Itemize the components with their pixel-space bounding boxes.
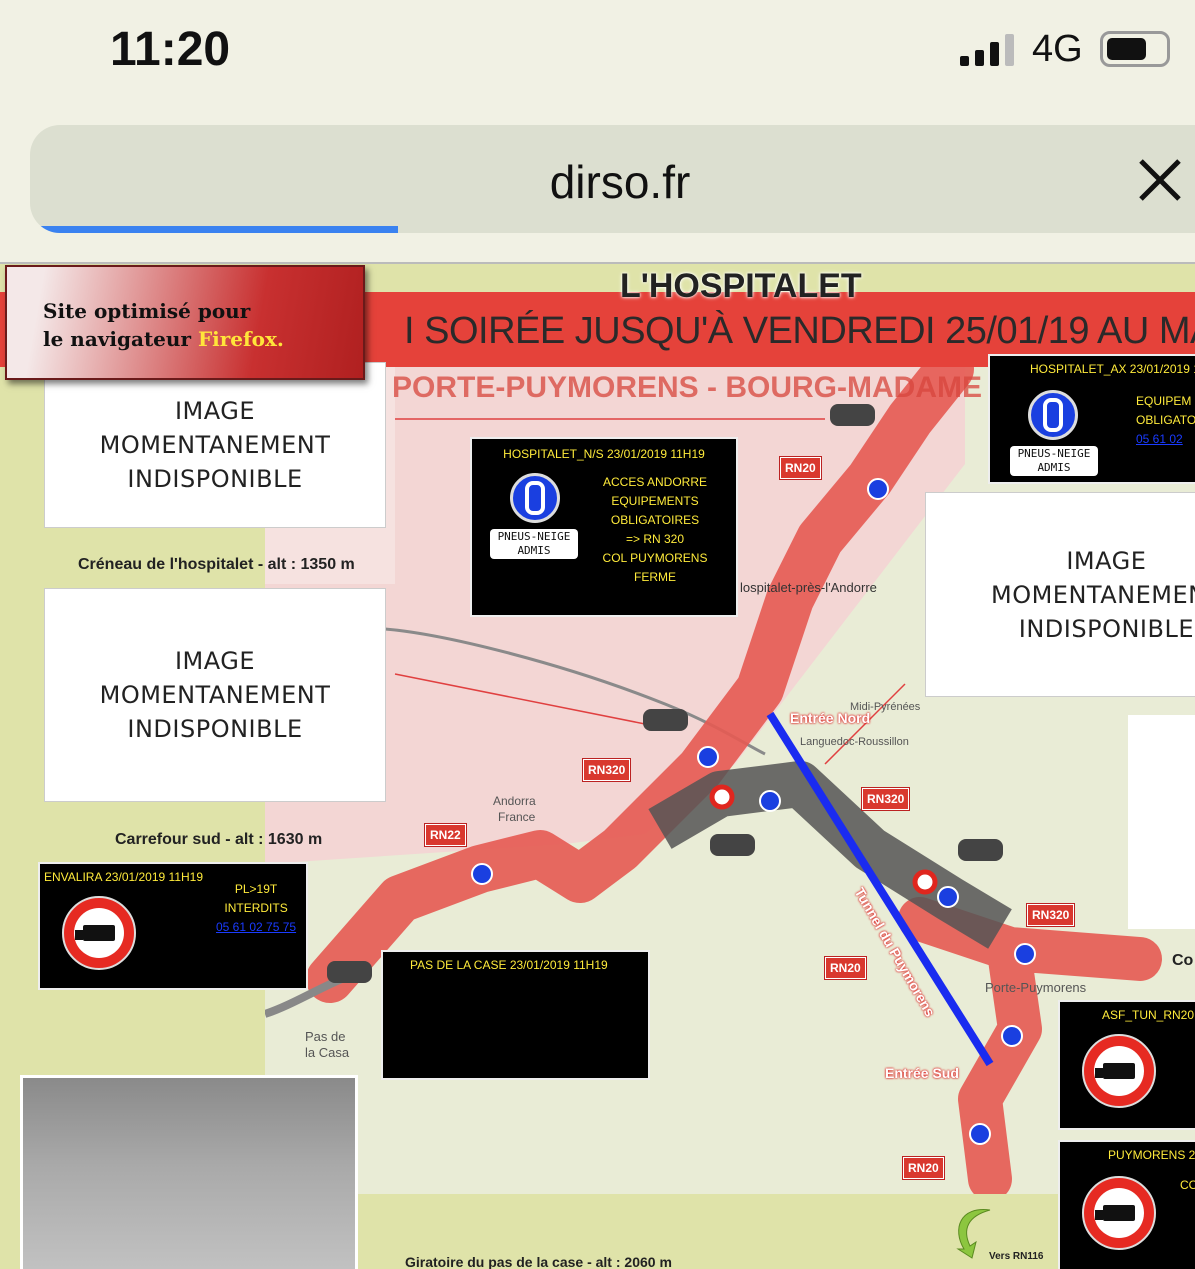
camera-image-unavailable: IMAGE MOMENTANEMENT INDISPONIBLE bbox=[44, 362, 386, 528]
panel-line: FERME bbox=[634, 570, 676, 584]
text: MOMENTANEMENT bbox=[99, 431, 331, 459]
address-bar[interactable]: dirso.fr bbox=[30, 125, 1195, 233]
vms-panel-puymorens: PUYMORENS 23 CO bbox=[1058, 1140, 1195, 1269]
text: INDISPONIBLE bbox=[1018, 614, 1194, 643]
phone-link[interactable]: 05 61 02 bbox=[1136, 432, 1183, 446]
network-type: 4G bbox=[1032, 28, 1083, 70]
road-label: RN20 bbox=[825, 957, 866, 979]
tunnel-line bbox=[766, 711, 994, 1067]
camera-label: Giratoire du pas de la case - alt : 2060… bbox=[405, 1254, 672, 1269]
firefox-badge: Site optimisé pour le navigateur Firefox. bbox=[5, 265, 365, 380]
close-icon[interactable] bbox=[1135, 155, 1185, 205]
road-label: RN320 bbox=[583, 759, 631, 781]
panel-header: PAS DE LA CASE 23/01/2019 11H19 bbox=[410, 958, 608, 972]
text: MOMENTANEMENT bbox=[991, 580, 1195, 609]
closure-markers bbox=[709, 784, 938, 895]
camera-label: Carrefour sud - alt : 1630 m bbox=[115, 831, 323, 848]
text: INDISPONIBLE bbox=[127, 715, 303, 743]
panel-header: HOSPITALET_AX 23/01/2019 11 bbox=[1030, 362, 1195, 376]
panel-header: HOSPITALET_N/S 23/01/2019 11H19 bbox=[503, 447, 705, 461]
camera-label: Créneau de l'hospitalet - alt : 1350 m bbox=[78, 556, 355, 573]
camera-markers bbox=[327, 404, 1003, 983]
map-label-region: Languedoc-Roussillon bbox=[800, 736, 909, 748]
snow-tire-icon bbox=[510, 473, 560, 523]
no-trucks-icon bbox=[1082, 1176, 1156, 1250]
vers-rn116-link[interactable]: Vers RN116 bbox=[950, 1204, 1050, 1264]
battery-icon bbox=[1100, 31, 1170, 67]
map-label-entree-nord: Entrée Nord bbox=[790, 710, 871, 726]
vms-panel-asf-tun: ASF_TUN_RN20 2 bbox=[1058, 1000, 1195, 1130]
map-label-casa: la Casa bbox=[305, 1045, 350, 1060]
panel-line: ACCES ANDORRE bbox=[602, 475, 708, 489]
page-title: L'HOSPITALET bbox=[620, 267, 862, 305]
scrolling-alert: I SOIRÉE JUSQU'À VENDREDI 25/01/19 AU MA… bbox=[404, 310, 1195, 352]
camera-image-unavailable: IMAGE MOMENTANEMENT INDISPONIBLE bbox=[44, 588, 386, 802]
text: IMAGE bbox=[174, 647, 256, 675]
panel-line: PL>19T bbox=[234, 882, 278, 896]
panel-line: INTERDITS bbox=[224, 901, 288, 915]
webcam-photo bbox=[20, 1075, 358, 1269]
map-label-pas: Pas de bbox=[305, 1029, 346, 1044]
panel-header: PUYMORENS 23 bbox=[1108, 1148, 1195, 1162]
map-label-porte: Porte-Puymorens bbox=[985, 980, 1087, 995]
panel-line: OBLIGATO bbox=[1136, 413, 1195, 427]
text: INDISPONIBLE bbox=[127, 465, 303, 493]
text: IMAGE bbox=[1066, 546, 1147, 575]
signal-icon bbox=[960, 32, 1016, 66]
map-label-region2: Midi-Pyrénées bbox=[850, 701, 921, 713]
status-time: 11:20 bbox=[110, 23, 231, 76]
vms-panel-pas-de-la-case: PAS DE LA CASE 23/01/2019 11H19 bbox=[381, 950, 650, 1080]
panel-line: OBLIGATOIRES bbox=[610, 513, 700, 527]
panel-line: COL PUYMORENS bbox=[602, 551, 708, 565]
road-label: RN22 bbox=[425, 824, 466, 846]
map-label-france: France bbox=[498, 810, 536, 824]
text: IMAGE bbox=[174, 397, 256, 425]
map-label-andorra: Andorra bbox=[493, 794, 536, 808]
vms-panel-hospitalet-ns: HOSPITALET_N/S 23/01/2019 11H19 PNEUS-NE… bbox=[470, 437, 738, 617]
panel-line: EQUIPEMENTS bbox=[611, 494, 699, 508]
turn-arrow-icon bbox=[956, 1209, 991, 1259]
camera-image-box bbox=[1128, 715, 1195, 929]
firefox-brand: Firefox. bbox=[197, 327, 284, 351]
panel-line: CO bbox=[1180, 1178, 1195, 1192]
phone-link[interactable]: 05 61 02 75 75 bbox=[216, 920, 297, 934]
no-trucks-icon bbox=[1082, 1034, 1156, 1108]
vers-rn116-label: Vers RN116 bbox=[989, 1251, 1044, 1262]
subtitle-ghost: PORTE-PUYMORENS - BOURG-MADAME bbox=[392, 371, 982, 404]
road-label: RN320 bbox=[862, 788, 910, 810]
road-label: RN320 bbox=[1027, 904, 1075, 926]
info-markers bbox=[471, 478, 1036, 1145]
badge-line: Site optimisé pour bbox=[43, 299, 251, 323]
badge-line: le navigateur bbox=[43, 327, 198, 351]
no-trucks-icon bbox=[62, 896, 136, 970]
text: MOMENTANEMENT bbox=[99, 681, 331, 709]
road-label: RN20 bbox=[903, 1157, 944, 1179]
panel-header: ENVALIRA 23/01/2019 11H19 bbox=[44, 870, 203, 884]
road-label: RN20 bbox=[780, 457, 821, 479]
camera-image-unavailable: IMAGE MOMENTANEMENT INDISPONIBLE bbox=[925, 492, 1195, 697]
url-text[interactable]: dirso.fr bbox=[549, 156, 691, 208]
map-label-col: Co bbox=[1172, 952, 1194, 969]
map-label-hospitalet: lospitalet-près-l'Andorre bbox=[740, 580, 877, 595]
panel-line: EQUIPEM bbox=[1136, 394, 1192, 408]
load-progress-bar bbox=[40, 226, 398, 233]
panel-line: => RN 320 bbox=[625, 532, 685, 546]
map-label-entree-sud: Entrée Sud bbox=[885, 1065, 959, 1081]
snow-tire-icon bbox=[1028, 390, 1078, 440]
web-page: L'HOSPITALET I SOIRÉE JUSQU'À VENDREDI 2… bbox=[0, 262, 1195, 1269]
vms-panel-envalira: ENVALIRA 23/01/2019 11H19 PL>19T INTERDI… bbox=[38, 862, 308, 990]
panel-header: ASF_TUN_RN20 2 bbox=[1102, 1008, 1195, 1022]
